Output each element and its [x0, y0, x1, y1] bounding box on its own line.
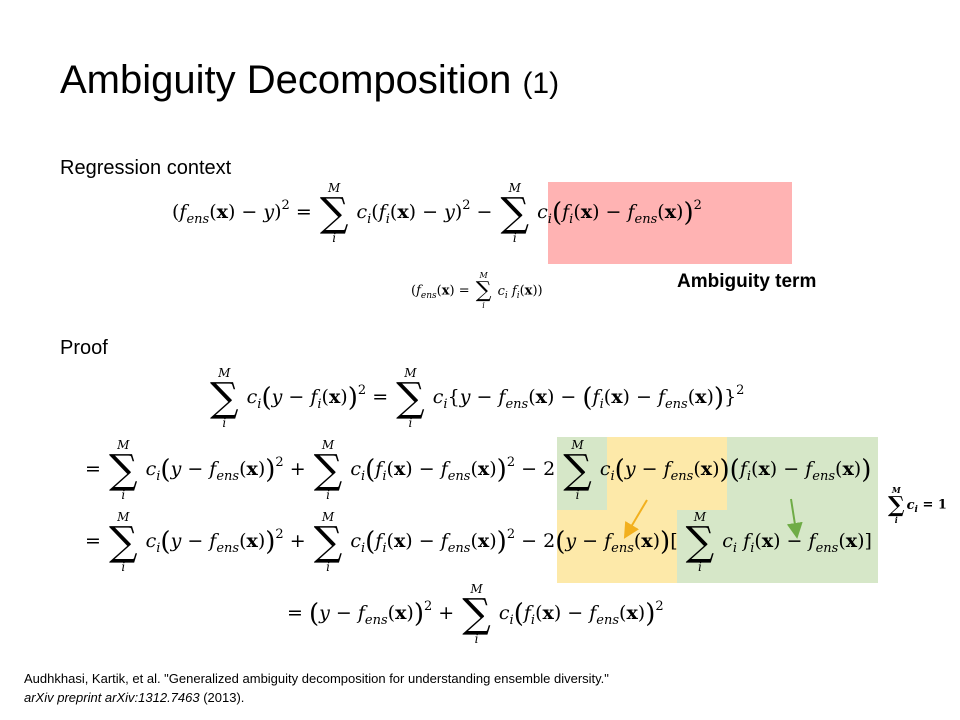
slide-title: Ambiguity Decomposition (1) [60, 58, 559, 103]
sum-symbol: M∑i [475, 271, 492, 310]
proof-line-2: = M∑i ci(y − fens(x))2 + M∑i ci(fi(x) − … [85, 438, 872, 502]
sum-symbol: M∑i [685, 510, 715, 574]
citation-venue: arXiv preprint arXiv:1312.7463 [24, 690, 200, 705]
heading-regression-context: Regression context [60, 157, 232, 179]
deviation-highlight-top [727, 437, 878, 510]
citation: Audhkhasi, Kartik, et al. "Generalized a… [24, 669, 609, 707]
residual-highlight-top [607, 437, 727, 510]
residual-highlight-bottom [557, 510, 677, 583]
sum-symbol: M∑i [888, 485, 905, 525]
citation-line-2: arXiv preprint arXiv:1312.7463 (2013). [24, 688, 609, 707]
proof-line-1: M∑i ci(y − fi(x))2 = M∑i ci{y − fens(x) … [210, 366, 745, 430]
citation-line-1: Audhkhasi, Kartik, et al. "Generalized a… [24, 671, 609, 686]
ensemble-definition: (fens(x) = M∑i ci fi(x)) [411, 271, 543, 310]
weight-sum-highlight [557, 437, 607, 510]
heading-proof: Proof [60, 337, 108, 359]
regression-equation: (fens(x) − y)2 = M∑i ci(fi(x) − y)2 − M∑… [172, 181, 702, 245]
sum-symbol: M∑i [462, 582, 491, 646]
sum-symbol: M∑i [500, 181, 530, 245]
ambiguity-term-label: Ambiguity term [677, 271, 817, 292]
sum-symbol: M∑i [210, 366, 239, 430]
ambiguity-term-highlight [548, 182, 792, 264]
proof-line-3: = M∑i ci(y − fens(x))2 + M∑i ci(fi(x) − … [85, 510, 872, 574]
sum-symbol: M∑i [396, 366, 425, 430]
deviation-highlight-bottom [677, 510, 878, 583]
sum-symbol: M∑i [563, 438, 592, 502]
sum-symbol: M∑i [108, 510, 138, 574]
sum-symbol: M∑i [313, 510, 343, 574]
sum-symbol: M∑i [108, 438, 138, 502]
sum-symbol: M∑i [319, 181, 349, 245]
sum-symbol: M∑i [313, 438, 343, 502]
orange-arrow [623, 499, 648, 539]
title-suffix: (1) [522, 67, 560, 100]
green-arrow [786, 498, 803, 539]
citation-year: (2013). [199, 690, 245, 705]
proof-line-4: = (y − fens(x))2 + M∑i ci(fi(x) − fens(x… [287, 582, 664, 646]
title-main: Ambiguity Decomposition [60, 58, 512, 102]
